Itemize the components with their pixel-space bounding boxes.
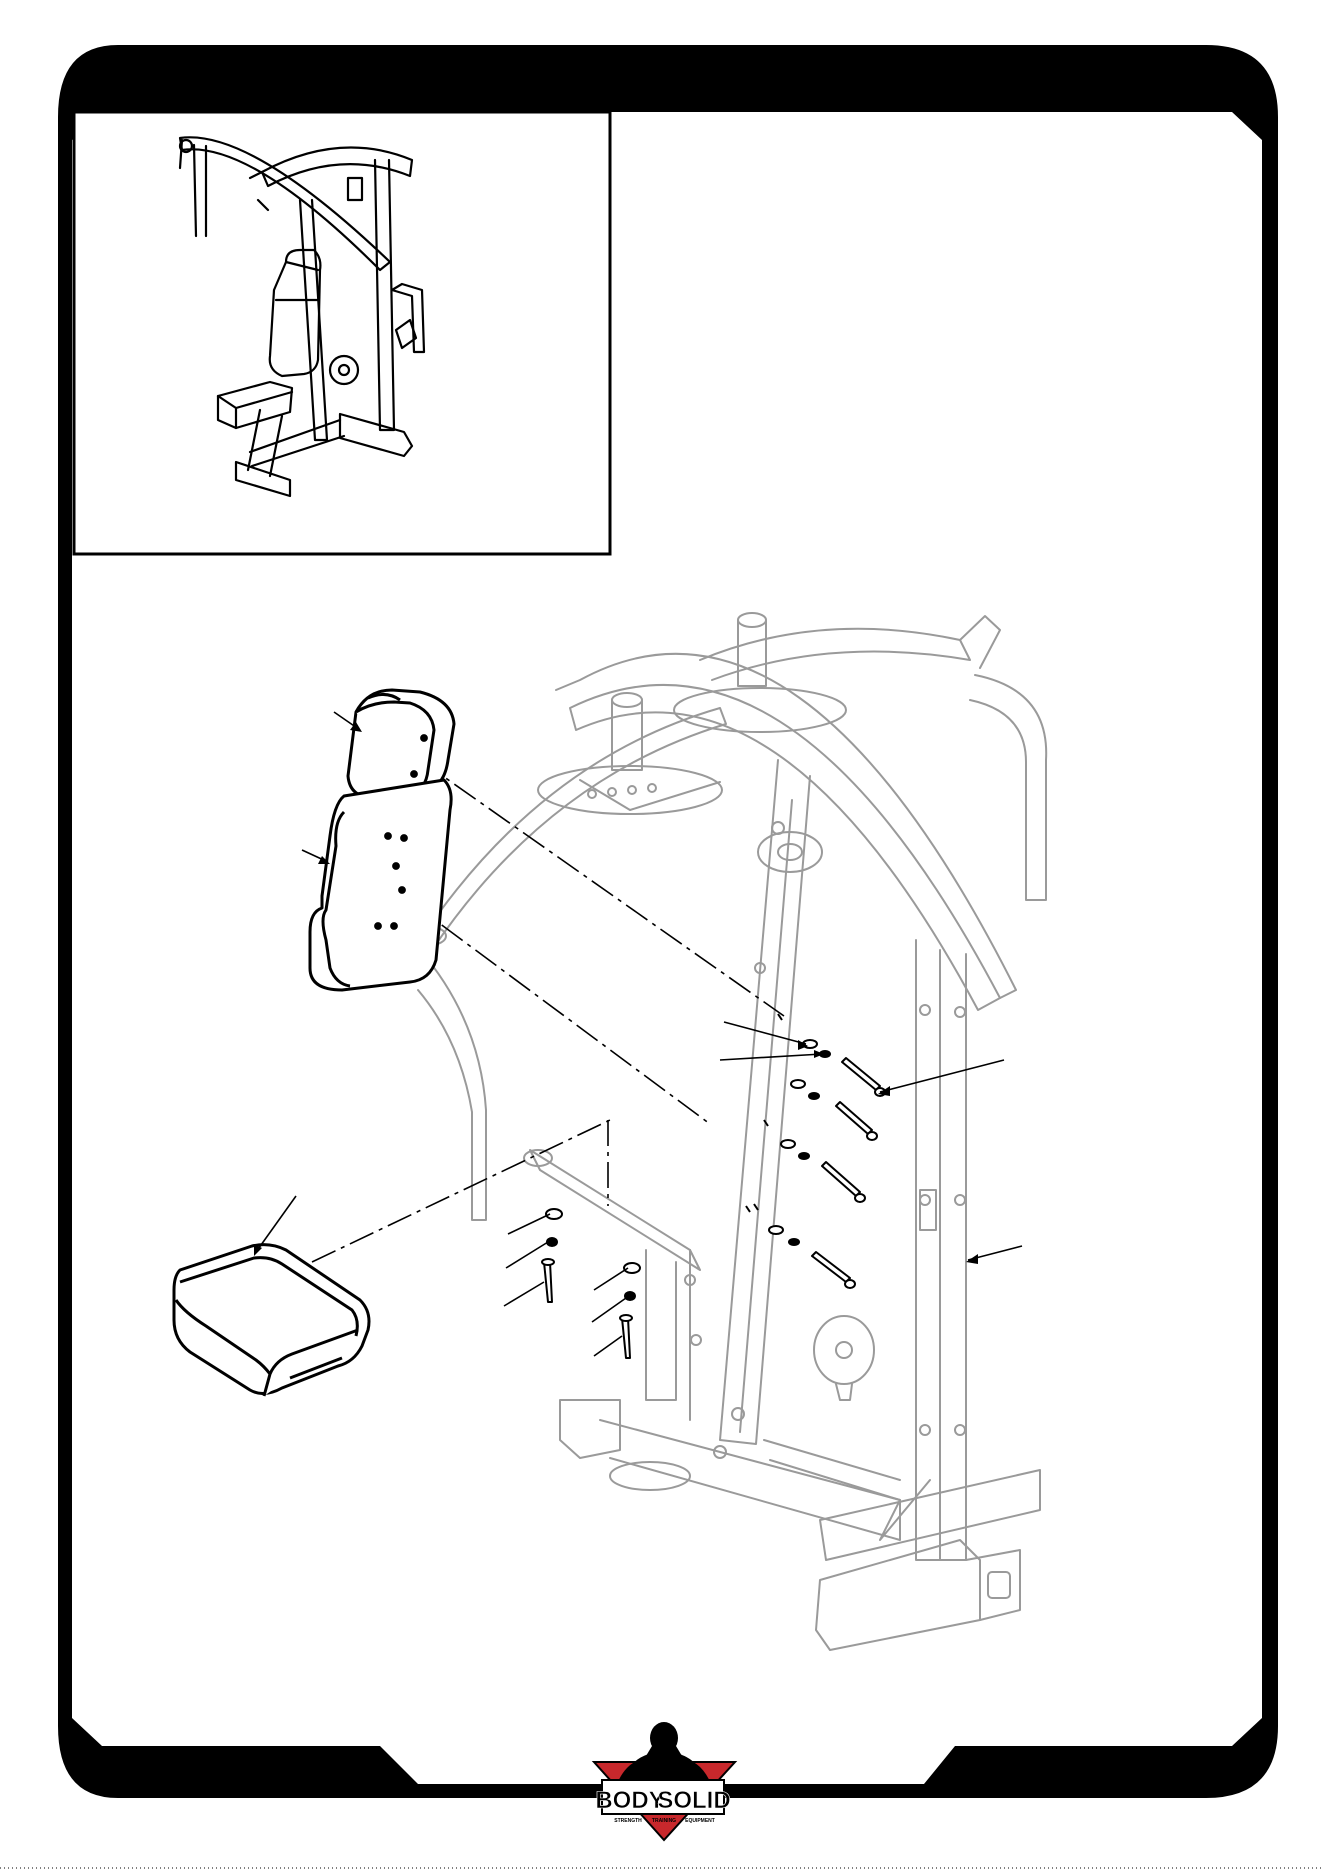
logo-word-body: BODY bbox=[595, 1787, 664, 1814]
leader-seat-bolt-2 bbox=[594, 1336, 622, 1356]
leader-bolt-1 bbox=[880, 1060, 1004, 1092]
brand-logo: BODY SOLID STRENGTH TRAINING EQUIPMENT bbox=[594, 1722, 735, 1840]
exploded-view bbox=[174, 613, 1046, 1650]
lower-back-pad bbox=[310, 780, 451, 990]
logo-word-solid: SOLID bbox=[657, 1787, 730, 1814]
leader-seat-pad bbox=[256, 1196, 296, 1252]
leader-seat-bolt bbox=[504, 1282, 544, 1306]
seat-hardware bbox=[542, 1209, 640, 1358]
seat-pad bbox=[174, 1245, 369, 1396]
leader-seat-washer bbox=[508, 1214, 550, 1234]
logo-tagline-right: EQUIPMENT bbox=[685, 1818, 715, 1824]
logo-tagline-left: STRENGTH bbox=[614, 1818, 642, 1824]
leader-seat-lock-washer bbox=[506, 1242, 548, 1268]
leader-washer-1 bbox=[724, 1022, 806, 1044]
overview-inset bbox=[74, 112, 610, 554]
leader-seat-washer-2 bbox=[594, 1268, 628, 1290]
logo-tagline-mid: TRAINING bbox=[652, 1818, 676, 1824]
machine-frame-ghost bbox=[414, 613, 1046, 1650]
